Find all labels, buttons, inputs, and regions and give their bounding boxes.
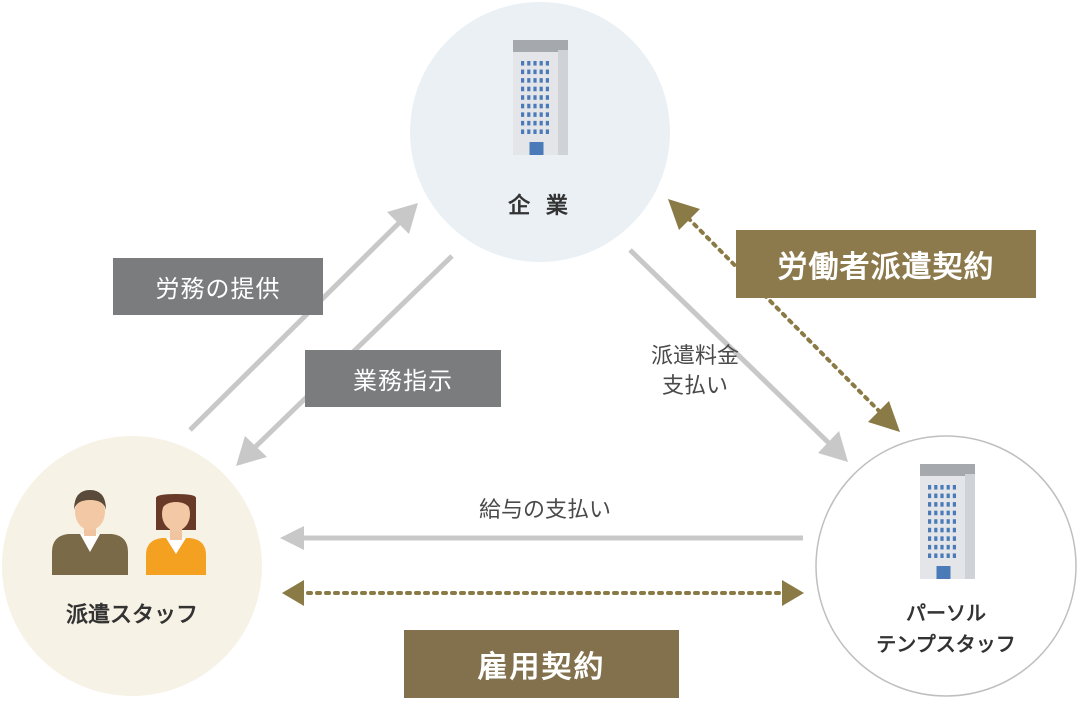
- arrow-salary-payment: [280, 526, 803, 550]
- agency-label-line1: パーソル: [906, 601, 986, 625]
- dispatch-contract-label: 労働者派遣契約: [736, 230, 1036, 298]
- dispatch-fee-label-line1: 派遣料金: [650, 344, 739, 369]
- male-staff-icon: [52, 490, 128, 575]
- company-label: 企 業: [508, 194, 572, 219]
- dotted-arrow-employment-contract: [282, 580, 804, 606]
- employment-contract-label: 雇用契約: [404, 630, 679, 698]
- dispatch-fee-label-line2: 支払い: [661, 374, 728, 399]
- work-instruction-label: 業務指示: [305, 350, 501, 407]
- office-building-icon: [513, 40, 568, 155]
- staff-circle: [2, 436, 262, 696]
- dotted-arrow-dispatch-contract: [668, 199, 900, 432]
- office-building-icon: [920, 464, 975, 579]
- agency-label-line2: テンプスタッフ: [876, 632, 1016, 656]
- staff-label: 派遣スタッフ: [65, 603, 198, 628]
- salary-payment-label: 給与の支払い: [478, 498, 611, 523]
- labor-provision-label: 労務の提供: [113, 258, 323, 315]
- arrow-dispatch-fee: [628, 248, 848, 462]
- arrow-labor-provision: [188, 203, 418, 432]
- female-staff-icon: [146, 494, 206, 575]
